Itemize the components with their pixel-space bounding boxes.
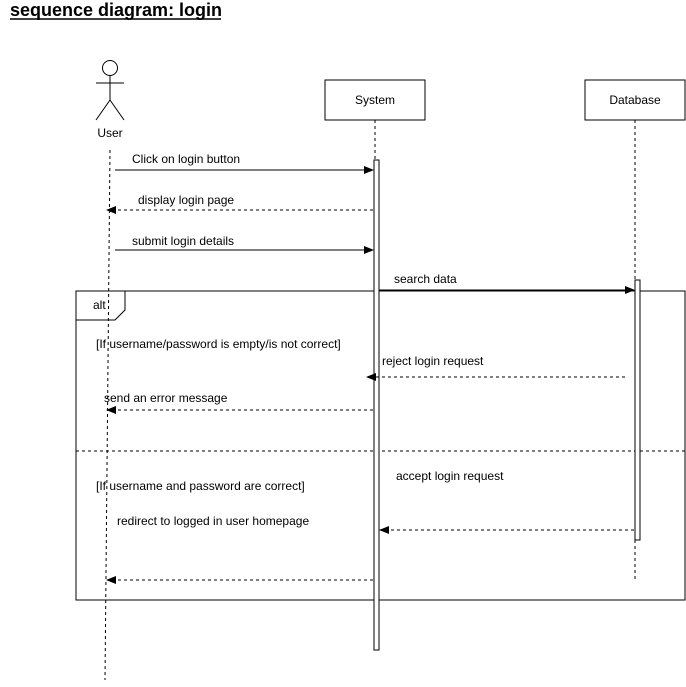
message-label-send-error: send an error message (104, 391, 228, 405)
message-label-submit-login: submit login details (132, 234, 234, 248)
message-label-accept-login: accept login request (396, 469, 504, 483)
message-label-click-login: Click on login button (132, 152, 240, 166)
message-label-redirect-homepage: redirect to logged in user homepage (117, 514, 309, 528)
actor-right-leg (109, 99, 125, 121)
alt-fragment-frame (75, 290, 686, 601)
alt-operator-tab (76, 290, 126, 321)
message-label-search-data: search data (394, 272, 457, 286)
actor-left-leg (95, 99, 111, 121)
message-label-reject-login: reject login request (382, 354, 484, 368)
participant-label-user: User (97, 126, 122, 140)
participant-label-database: Database (609, 93, 661, 107)
participant-box-system (324, 79, 426, 121)
message-label-display-login-page: display login page (138, 193, 234, 207)
lifeline-user (104, 149, 111, 681)
activation-bar-database (634, 279, 641, 541)
participant-label-system: System (355, 93, 395, 107)
participant-box-database (584, 79, 686, 121)
actor-user: User (95, 60, 125, 140)
guard-condition-1: [If username/password is empty/is not co… (96, 337, 341, 351)
actor-head-icon (102, 60, 118, 76)
activation-bar-system (373, 159, 380, 651)
alt-fragment: alt [If username/password is empty/is no… (75, 290, 686, 601)
diagram-title: sequence diagram: login (10, 0, 222, 20)
guard-condition-2: [If username and password are correct] (96, 479, 305, 493)
alt-operator-label: alt (93, 298, 106, 312)
